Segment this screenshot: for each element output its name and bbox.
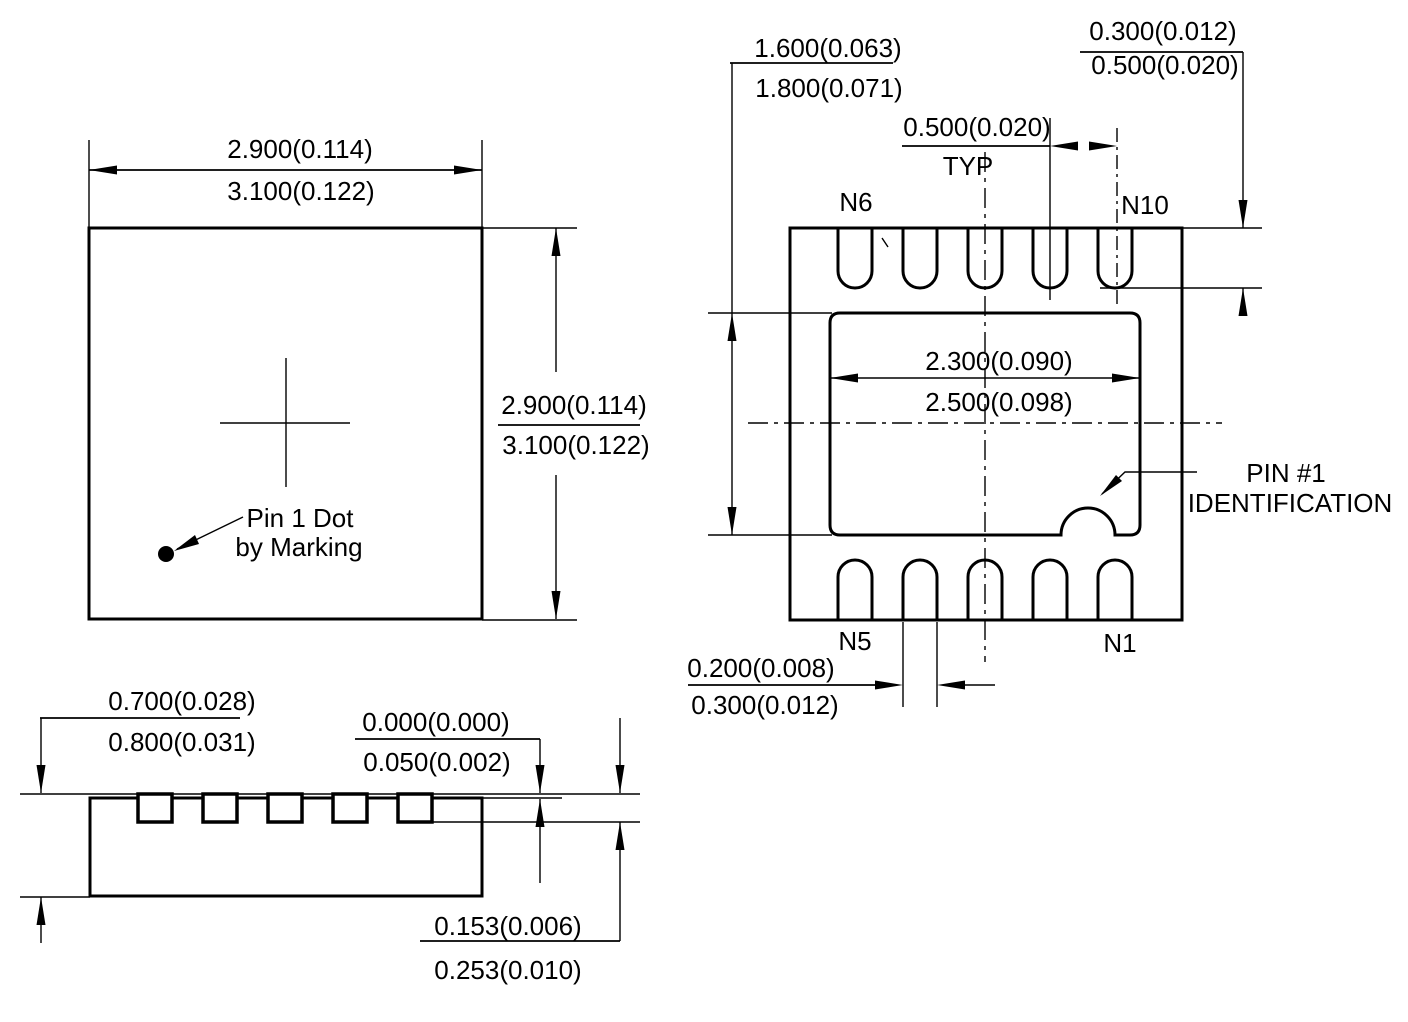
terminal-lead [136,792,174,824]
arrow-down-icon [615,765,625,793]
arrow-right-icon [1112,373,1140,383]
terminal-leads [136,792,434,824]
arrow-down-icon [36,765,46,793]
top-width-lower: 3.100(0.122) [227,176,374,206]
pin-notch [1031,558,1069,620]
lead-thickness-upper: 0.153(0.006) [434,911,581,941]
standoff-upper: 0.000(0.000) [362,707,509,737]
pin1-id-line1: PIN #1 [1246,458,1326,488]
top-width-upper: 2.900(0.114) [227,134,373,164]
arrow-up-icon [727,313,737,341]
pitch-value: 0.500(0.020) [903,112,1050,142]
side-view: 0.700(0.028) 0.800(0.031) 0.000(0.000) 0… [20,686,640,985]
arrow-left-icon [937,680,965,690]
overall-height-upper: 0.700(0.028) [108,686,255,716]
pin-length-upper: 0.300(0.012) [1089,16,1236,46]
arrow-right-icon [1089,141,1117,151]
arrow-up-icon [615,822,625,850]
arrow-down-icon [551,591,561,619]
pin-notch [901,228,939,290]
pin-label-n1: N1 [1103,628,1136,658]
arrow-down-icon [727,507,737,535]
package-body-outline [788,226,1184,622]
pin-length-lower: 0.500(0.020) [1091,50,1238,80]
pin1-id-line2: IDENTIFICATION [1188,488,1393,518]
pin1-id-leader-arrow-icon [1100,475,1122,496]
exposed-pad-outline [828,311,1142,537]
pin-notch [1096,228,1134,290]
lead-thickness-lower: 0.253(0.010) [434,955,581,985]
pin-notch [901,558,939,620]
arrow-up-icon [551,228,561,256]
pin1-dot [158,546,174,562]
pin1-note-line2: by Marking [235,532,362,562]
pad-height-lower: 1.800(0.071) [755,73,902,103]
arrow-left-icon [1050,141,1078,151]
pad-width-upper: 2.300(0.090) [925,346,1072,376]
package-body-outline [87,226,484,621]
terminal-lead [396,792,434,824]
terminal-lead [201,792,239,824]
standoff-lower: 0.050(0.002) [363,747,510,777]
top-view: Pin 1 Dot by Marking 2.900(0.114) 3.100(… [87,134,650,621]
arrow-down-icon [1238,200,1248,228]
pin-label-n10: N10 [1121,190,1169,220]
pin-label-n6: N6 [839,187,872,217]
arrow-right-icon [454,165,482,175]
arrow-left-icon [89,165,117,175]
pin1-leader-arrow-icon [174,535,199,551]
pitch-qualifier: TYP [943,151,994,181]
arrow-up-icon [36,897,46,925]
pin-width-upper: 0.200(0.008) [687,653,834,683]
terminal-lead [266,792,304,824]
arrow-up-icon [1238,288,1248,316]
arrow-right-icon [875,680,903,690]
top-height-upper: 2.900(0.114) [501,390,647,420]
bottom-view: 1.600(0.063) 1.800(0.071) 0.500(0.020) T… [687,16,1392,720]
overall-height-lower: 0.800(0.031) [108,727,255,757]
top-height-lower: 3.100(0.122) [502,430,649,460]
stray-mark [881,237,889,248]
terminal-lead [331,792,369,824]
pad-height-upper: 1.600(0.063) [754,33,901,63]
pin-label-n5: N5 [838,626,871,656]
arrow-down-icon [535,765,545,793]
pad-width-lower: 2.500(0.098) [925,387,1072,417]
pin-notch [836,558,874,620]
arrow-left-icon [830,373,858,383]
pin1-note-line1: Pin 1 Dot [247,503,355,533]
pin-notch [836,228,874,290]
arrow-up-icon [535,799,545,827]
pin-width-lower: 0.300(0.012) [691,690,838,720]
pin-notch [1096,558,1134,620]
